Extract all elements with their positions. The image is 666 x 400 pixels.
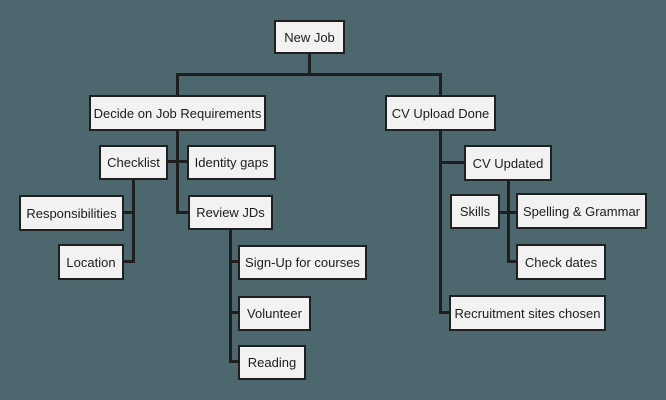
node-responsibilities[interactable]: Responsibilities (19, 195, 124, 231)
node-check-dates[interactable]: Check dates (516, 244, 606, 280)
node-skills[interactable]: Skills (450, 194, 500, 229)
node-volunteer-label: Volunteer (247, 306, 302, 321)
node-skills-label: Skills (459, 204, 491, 219)
node-sign-up-label: Sign-Up for courses (245, 255, 360, 270)
connector-drop-decide (176, 73, 179, 95)
node-checklist[interactable]: Checklist (99, 145, 168, 180)
connector-signup-stub (229, 260, 240, 263)
connector-reviewjds-spine (229, 230, 232, 363)
node-volunteer[interactable]: Volunteer (238, 296, 311, 331)
connector-recruitment-stub (439, 311, 451, 314)
node-spelling-grammar[interactable]: Spelling & Grammar (516, 193, 647, 229)
node-identity-gaps-label: Identity gaps (194, 155, 269, 170)
connector-top-horizontal (176, 73, 442, 76)
connector-checkdates-stub (507, 260, 518, 263)
node-decide-label: Decide on Job Requirements (93, 105, 262, 121)
connector-decide-spine (176, 131, 179, 214)
node-spelling-label: Spelling & Grammar (522, 203, 641, 219)
node-new-job[interactable]: New Job (274, 20, 345, 54)
node-identity-gaps[interactable]: Identity gaps (187, 145, 276, 180)
node-new-job-label: New Job (284, 29, 335, 45)
node-sign-up-for-courses[interactable]: Sign-Up for courses (238, 245, 367, 280)
node-cv-updated[interactable]: CV Updated (464, 145, 552, 181)
connector-newjob-stem (308, 53, 311, 76)
connector-drop-cvupload (439, 73, 442, 95)
node-decide-on-job-requirements[interactable]: Decide on Job Requirements (89, 95, 266, 131)
node-review-jds[interactable]: Review JDs (188, 195, 273, 230)
connector-volunteer-stub (229, 311, 240, 314)
node-responsibilities-label: Responsibilities (26, 205, 117, 221)
node-checklist-label: Checklist (107, 155, 160, 170)
connector-location-stub (124, 260, 135, 263)
node-cv-updated-label: CV Updated (472, 155, 544, 171)
node-location[interactable]: Location (58, 244, 124, 280)
node-review-jds-label: Review JDs (196, 205, 265, 220)
connector-checklist-spine (132, 180, 135, 263)
node-recruitment-label: Recruitment sites chosen (454, 305, 601, 321)
node-reading[interactable]: Reading (238, 345, 306, 380)
node-cv-upload-label: CV Upload Done (391, 105, 490, 121)
connector-cvupload-spine (439, 131, 442, 314)
node-check-dates-label: Check dates (524, 254, 598, 270)
connector-reviewjds-stub (176, 211, 188, 214)
node-reading-label: Reading (247, 355, 297, 370)
connector-reading-stub (229, 360, 240, 363)
node-cv-upload-done[interactable]: CV Upload Done (385, 95, 496, 131)
connector-responsibilities-stub (124, 211, 135, 214)
connector-cvupdated-spine (507, 181, 510, 263)
connector-checklist-identitygaps-stub (168, 160, 187, 163)
node-location-label: Location (66, 254, 116, 270)
connector-cvupdated-stub (439, 161, 466, 164)
node-recruitment-sites-chosen[interactable]: Recruitment sites chosen (449, 295, 606, 331)
connector-skills-spelling-stub (500, 211, 518, 214)
